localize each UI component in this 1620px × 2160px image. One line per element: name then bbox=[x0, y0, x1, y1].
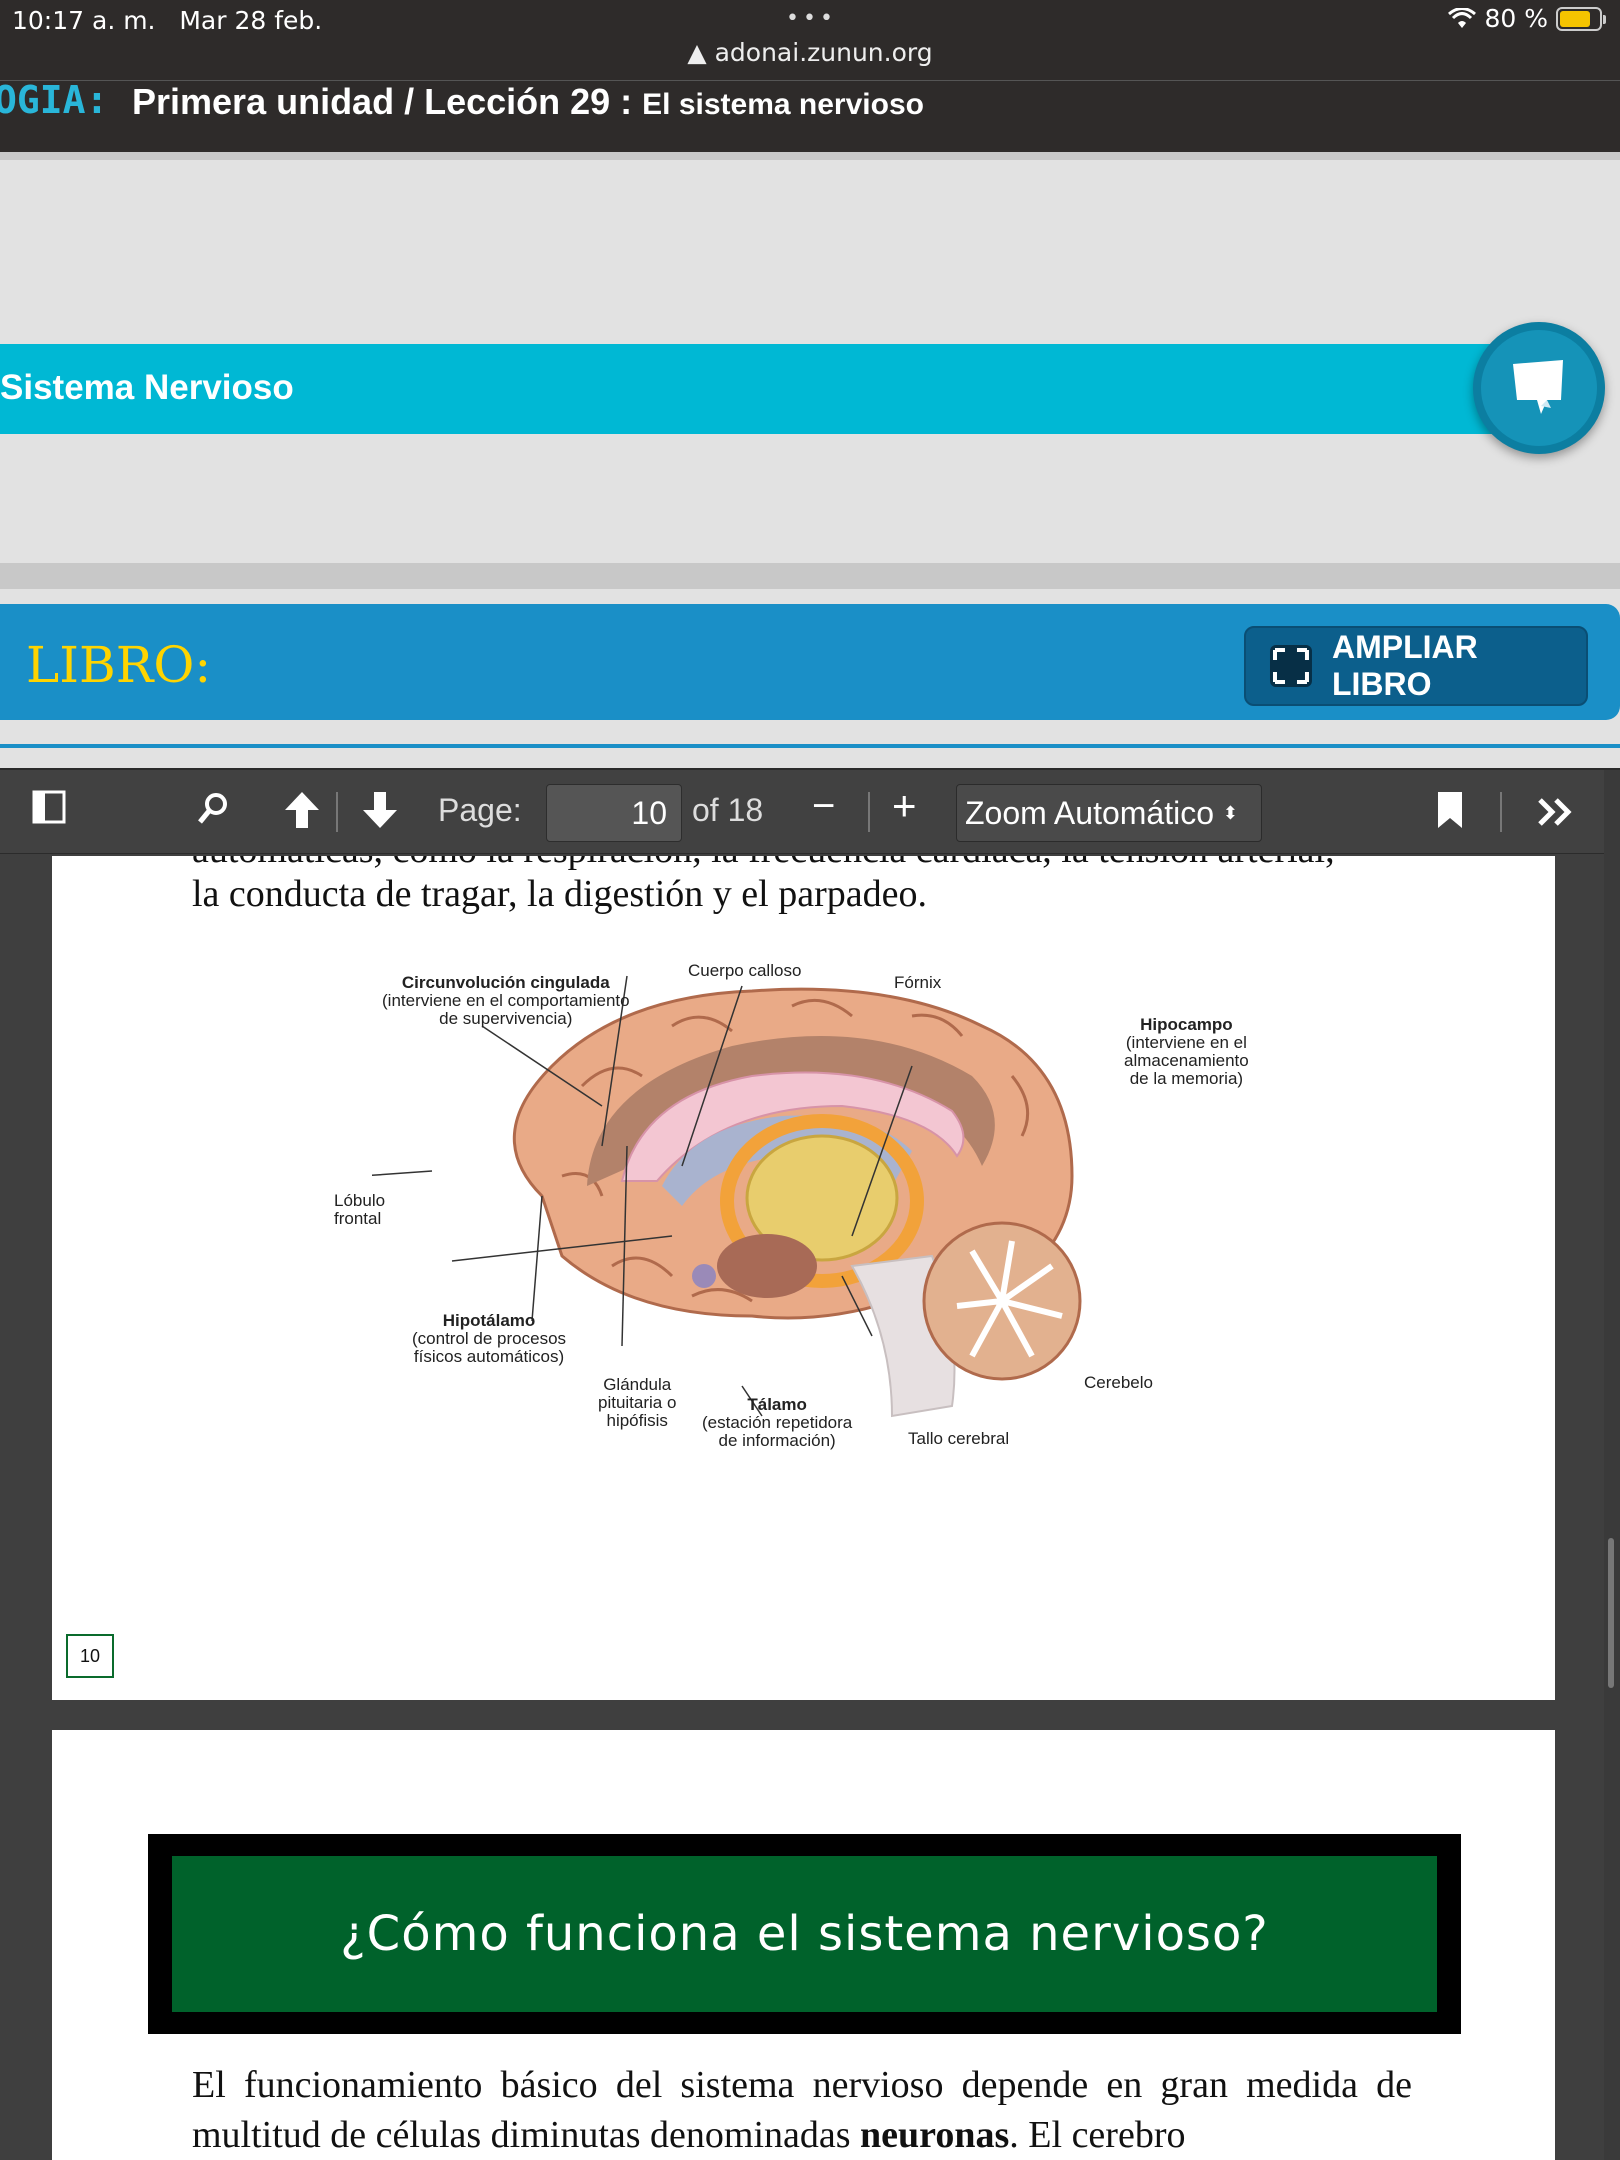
section-heading: ¿Cómo funciona el sistema nervioso? bbox=[172, 1856, 1437, 2012]
label-hipotalamo: Hipotálamo (control de procesos físicos … bbox=[412, 1311, 567, 1366]
label-cerebelo: Cerebelo bbox=[1084, 1373, 1153, 1392]
sidebar-toggle-icon[interactable] bbox=[32, 790, 66, 824]
toolbar-separator bbox=[1500, 792, 1502, 832]
label-lobulo-frontal: Lóbulo frontal bbox=[334, 1191, 386, 1228]
zoom-out-button[interactable]: − bbox=[812, 784, 836, 828]
label-circunvolucion: Circunvolución cingulada (interviene en … bbox=[382, 973, 630, 1028]
toolbar-separator bbox=[868, 792, 870, 832]
cut-text-line: automáticas, como la respiración, la fre… bbox=[192, 856, 1335, 872]
note-icon bbox=[1513, 360, 1563, 414]
battery-icon bbox=[1556, 6, 1606, 31]
lesson-header: OGIA: Primera unidad / Lección 29 : El s… bbox=[0, 78, 1620, 152]
battery-percent: 80 % bbox=[1484, 4, 1548, 33]
divider bbox=[0, 744, 1620, 748]
pdf-page-11: ¿Cómo funciona el sistema nervioso? El f… bbox=[52, 1730, 1555, 2160]
lesson-prefix: OGIA: bbox=[0, 78, 109, 122]
text-line: la conducta de tragar, la digestión y el… bbox=[192, 873, 927, 915]
previous-page-icon[interactable] bbox=[282, 790, 322, 830]
status-right: 80 % bbox=[1448, 4, 1606, 33]
select-arrows-icon: ⬍ bbox=[1222, 802, 1238, 823]
lesson-title: Primera unidad / Lección 29 : El sistema… bbox=[132, 81, 924, 122]
label-fornix: Fórnix bbox=[894, 973, 942, 992]
next-page-icon[interactable] bbox=[360, 790, 400, 830]
more-tools-icon[interactable] bbox=[1536, 796, 1576, 828]
label-cuerpo-calloso: Cuerpo calloso bbox=[688, 961, 802, 980]
divider bbox=[0, 563, 1620, 589]
label-talamo: Tálamo (estación repetidora de informaci… bbox=[702, 1395, 853, 1450]
label-glandula: Glándula pituitaria o hipófisis bbox=[598, 1375, 677, 1430]
address-bar[interactable]: ▲ adonai.zunun.org bbox=[687, 38, 933, 67]
search-icon[interactable] bbox=[196, 790, 232, 826]
section-title: Sistema Nervioso bbox=[0, 368, 294, 407]
page-count: of 18 bbox=[692, 792, 764, 828]
libro-header: LIBRO: AMPLIAR LIBRO bbox=[0, 604, 1620, 720]
page-label: Page: bbox=[438, 792, 522, 828]
pdf-toolbar: Page: of 18 − + Zoom Automático ⬍ bbox=[0, 770, 1604, 854]
divider bbox=[0, 152, 1620, 160]
pdf-viewer: Page: of 18 − + Zoom Automático ⬍ automá… bbox=[0, 768, 1620, 2160]
expand-icon bbox=[1269, 645, 1312, 687]
paragraph: El funcionamiento básico del sistema ner… bbox=[192, 2064, 1412, 2156]
lock-icon: ▲ bbox=[687, 38, 707, 67]
zoom-select[interactable]: Zoom Automático ⬍ bbox=[956, 784, 1262, 842]
ampliar-libro-button[interactable]: AMPLIAR LIBRO bbox=[1244, 626, 1588, 706]
brain-illustration bbox=[372, 975, 1082, 1418]
toolbar-separator bbox=[336, 792, 338, 832]
more-dots-icon[interactable]: ••• bbox=[786, 6, 837, 31]
label-hipocampo: Hipocampo (interviene en el almacenamien… bbox=[1124, 1015, 1249, 1088]
wifi-icon bbox=[1448, 7, 1477, 28]
scrollbar-thumb[interactable] bbox=[1608, 1538, 1614, 1688]
heading-box: ¿Cómo funciona el sistema nervioso? bbox=[148, 1834, 1461, 2034]
label-tallo-cerebral: Tallo cerebral bbox=[908, 1429, 1010, 1448]
section-bar: Sistema Nervioso bbox=[0, 344, 1520, 434]
page-number-input[interactable] bbox=[546, 784, 682, 842]
bookmark-icon[interactable] bbox=[1436, 790, 1464, 830]
pdf-page-10: automáticas, como la respiración, la fre… bbox=[52, 856, 1555, 1700]
libro-label: LIBRO: bbox=[26, 636, 212, 694]
zoom-in-button[interactable]: + bbox=[892, 782, 917, 829]
status-bar: 10:17 a. m. Mar 28 feb. ••• ▲ adonai.zun… bbox=[0, 0, 1620, 80]
notes-badge-button[interactable] bbox=[1473, 322, 1605, 454]
viewer-scrollbar[interactable] bbox=[1604, 770, 1620, 2160]
status-time: 10:17 a. m. Mar 28 feb. bbox=[12, 6, 323, 35]
page-number-box: 10 bbox=[66, 1634, 114, 1678]
